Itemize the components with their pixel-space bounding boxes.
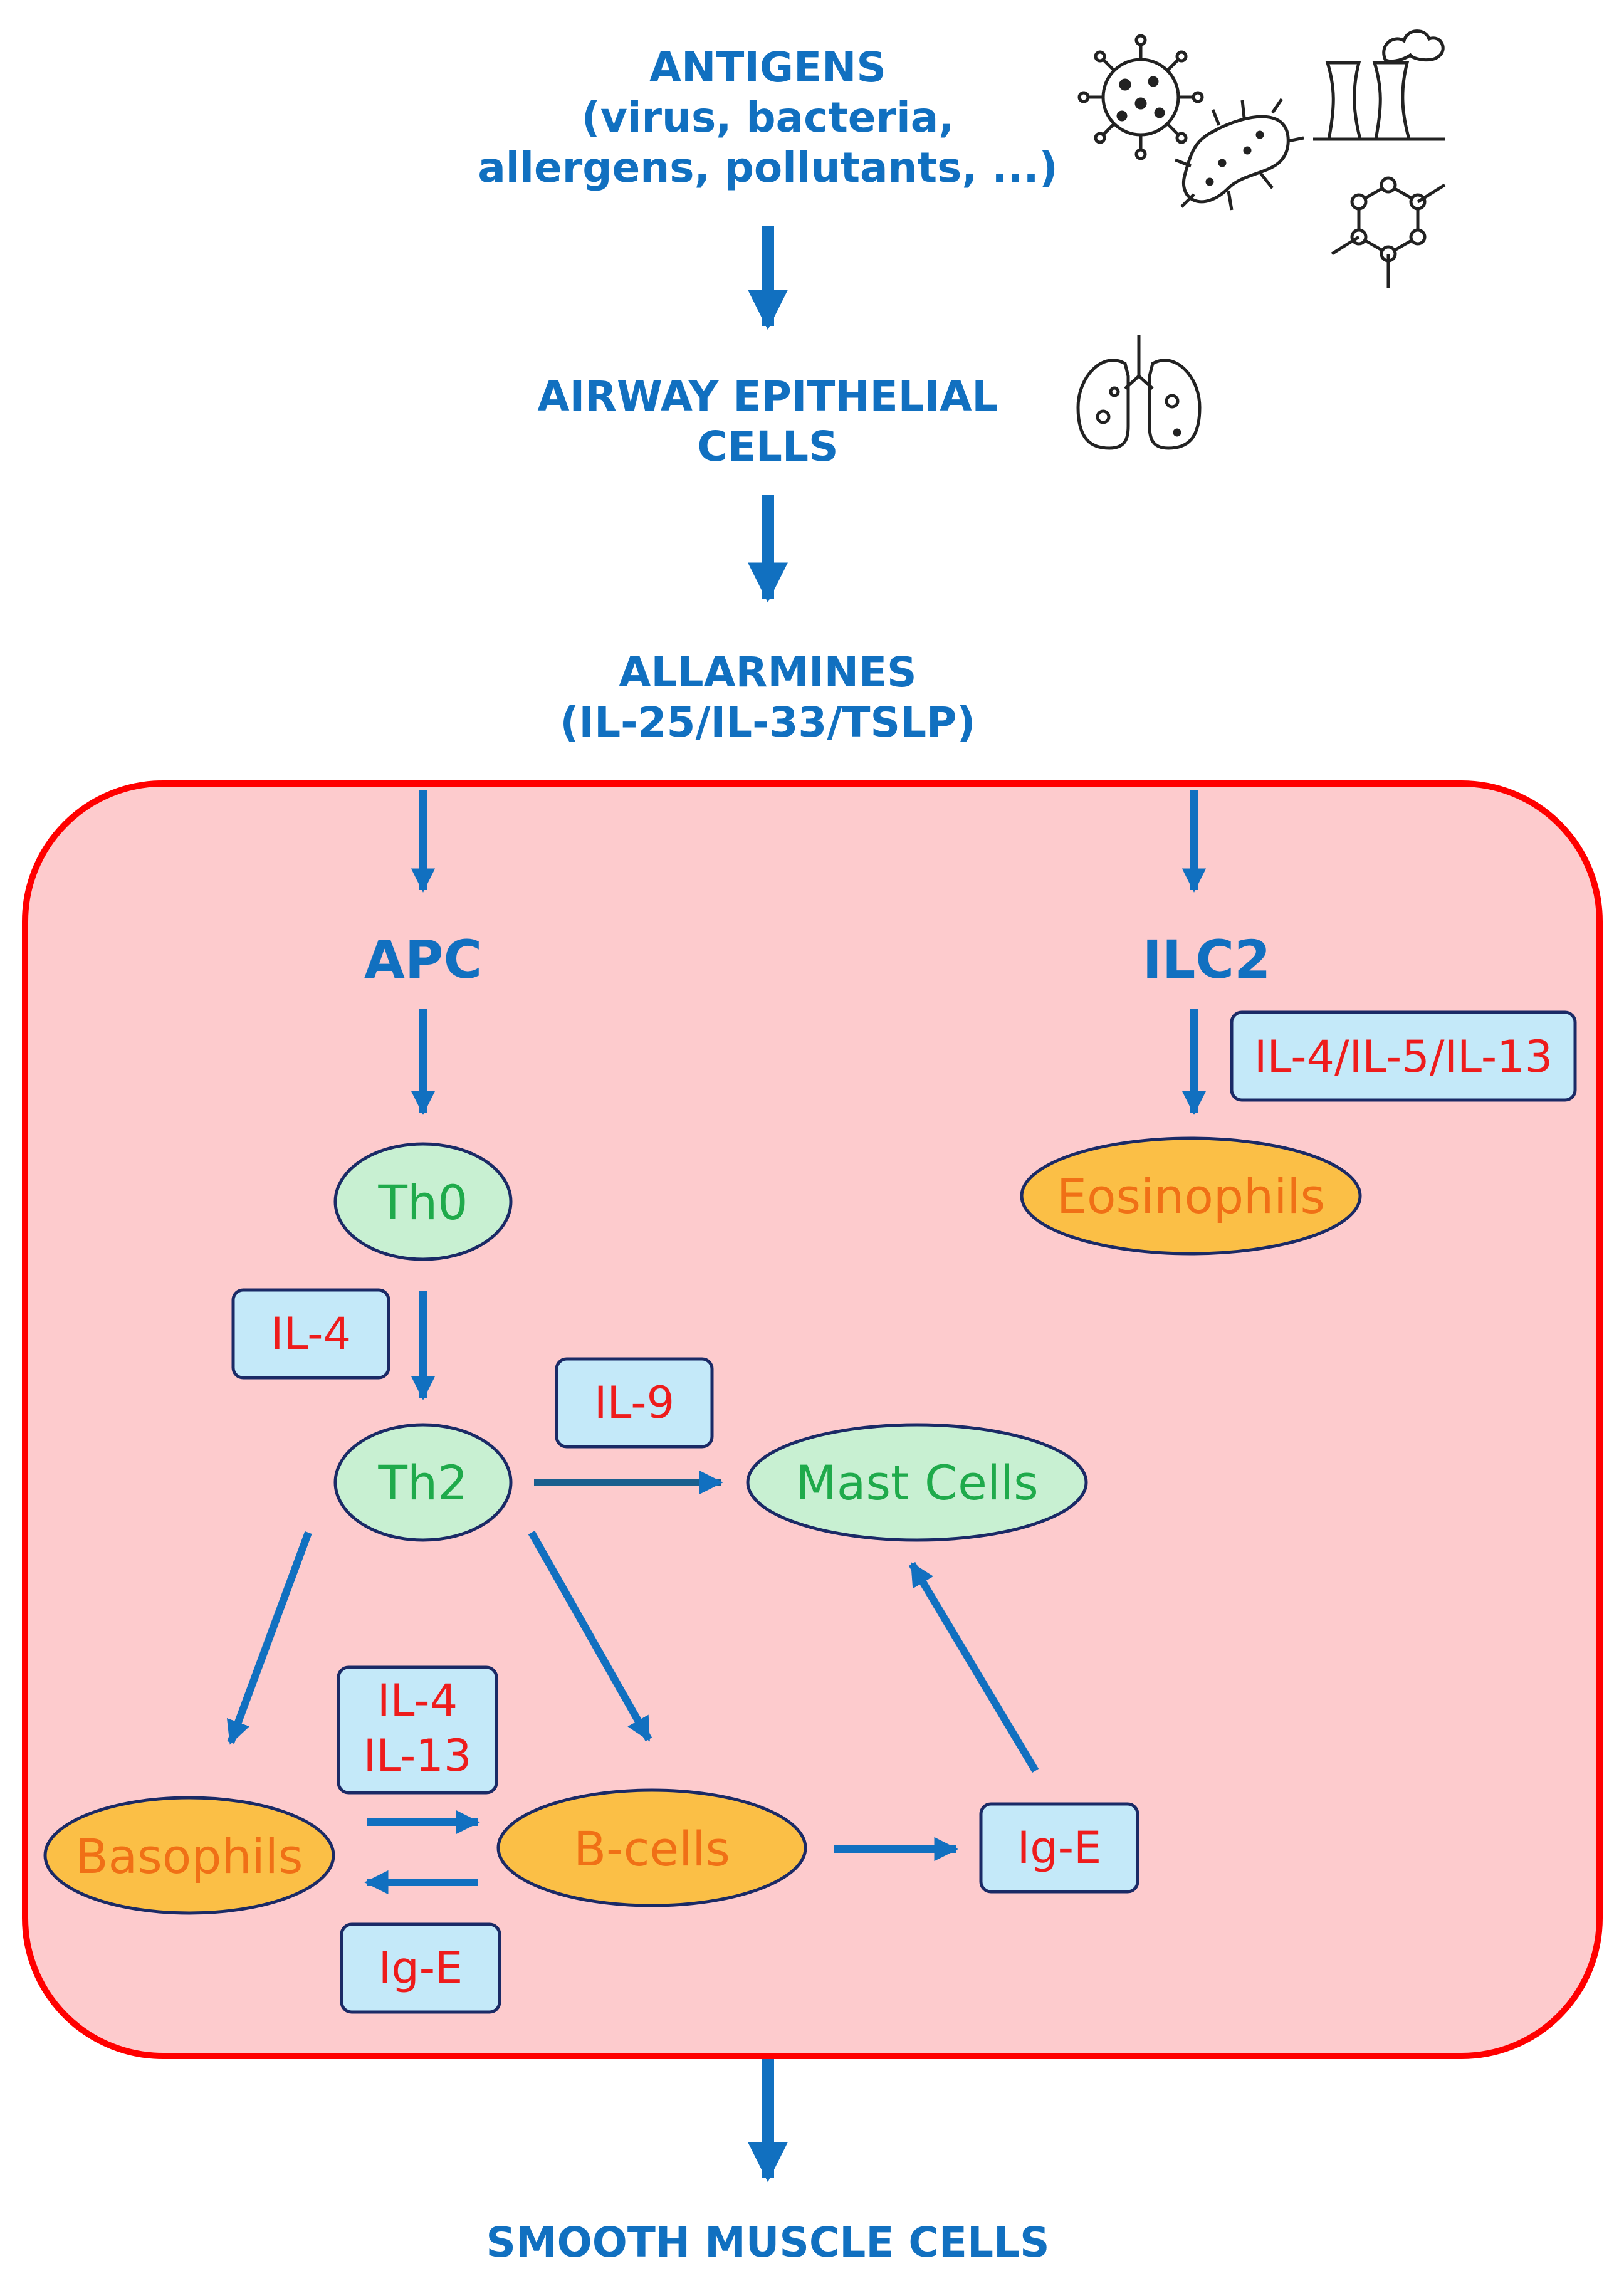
basophils-cell [43,1796,335,1915]
epithelial-title-line1: AIRWAY EPITHELIAL [538,372,998,421]
allarmines-list: (IL-25/IL-33/TSLP) [560,698,975,747]
virus-icon [1077,34,1204,160]
cytokine-il9-label: IL-9 [594,1377,674,1429]
smooth-muscle-title: SMOOTH MUSCLE CELLS [486,2218,1049,2267]
arrow-ige-to-mast-cells [908,1561,1039,1773]
arrow-th2-to-b-cells [528,1531,652,1742]
cytokine-box-il4-il13 [337,1665,498,1795]
b-cells-cell [496,1788,807,1907]
apc-label: APC [364,929,482,990]
lungs-icon [1076,335,1202,450]
th2-cell [333,1423,513,1542]
cytokine-box-il9 [555,1357,714,1449]
cytokine-box-ilc2 [1230,1010,1577,1102]
basophils-label: Basophils [75,1828,303,1884]
eosinophils-cell [1020,1136,1362,1256]
factory-icon [1313,29,1445,141]
cytokine-ilc2-label: IL-4/IL-5/IL-13 [1254,1031,1553,1083]
molecule-icon [1331,176,1446,288]
bacterium-icon [1175,98,1304,211]
epithelial-title-line2: CELLS [697,422,838,471]
cytokine-il4-il13-line2: IL-13 [364,1730,472,1781]
arrow-th2-to-basophils [226,1531,312,1745]
b-cells-label: B-cells [574,1821,730,1877]
ilc2-label: ILC2 [1143,929,1271,990]
mast-cells-label: Mast Cells [795,1455,1038,1511]
th0-cell [333,1142,513,1261]
cytokine-box-il4 [231,1288,390,1380]
ige-right-label: Ig-E [1017,1822,1102,1874]
antigens-title: ANTIGENS [649,43,886,92]
cytokine-il4-label: IL-4 [271,1308,351,1360]
th0-label: Th0 [378,1175,468,1230]
antigens-examples-line2: allergens, pollutants, ...) [478,144,1058,192]
ige-box-right [979,1802,1139,1894]
ige-bottom-label: Ig-E [379,1943,463,1994]
antigens-examples-line1: (virus, bacteria, [582,93,955,142]
allarmines-title: ALLARMINES [619,648,916,696]
cytokine-il4-il13-line1: IL-4 [377,1675,458,1726]
th2-label: Th2 [378,1455,468,1511]
eosinophils-label: Eosinophils [1057,1168,1325,1224]
ige-box-bottom [340,1922,501,2014]
mast-cells-cell [746,1423,1088,1542]
